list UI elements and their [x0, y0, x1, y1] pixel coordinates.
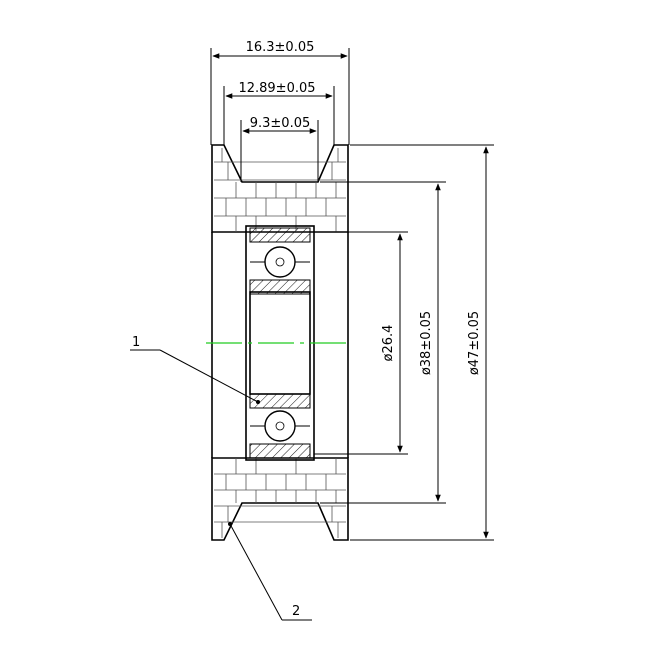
- callout-bearing-label: 1: [132, 335, 140, 350]
- dim-bore-diameter-label: ø26.4: [381, 325, 396, 362]
- tire-texture-top: [214, 148, 346, 232]
- dim-overall-width: [210, 48, 350, 145]
- dim-groove-bottom-width: [240, 120, 319, 182]
- dim-outer-diameter-label: ø47±0.05: [467, 311, 482, 375]
- dim-groove-top-width-label: 12.89±0.05: [238, 81, 315, 96]
- dim-groove-diameter: [320, 181, 446, 504]
- dim-groove-bottom-width-label: 9.3±0.05: [250, 116, 311, 131]
- callout-bearing-leader: [130, 349, 260, 404]
- dim-bore-diameter: [314, 231, 408, 455]
- dim-groove-top-width: [223, 86, 335, 145]
- dim-groove-diameter-label: ø38±0.05: [419, 311, 434, 375]
- callout-tire-leader: [228, 522, 312, 621]
- tire-texture-bottom: [214, 458, 346, 538]
- dim-outer-diameter: [350, 144, 494, 541]
- dim-overall-width-label: 16.3±0.05: [246, 40, 315, 55]
- bearing: [245, 225, 315, 461]
- callout-tire-label: 2: [292, 604, 300, 619]
